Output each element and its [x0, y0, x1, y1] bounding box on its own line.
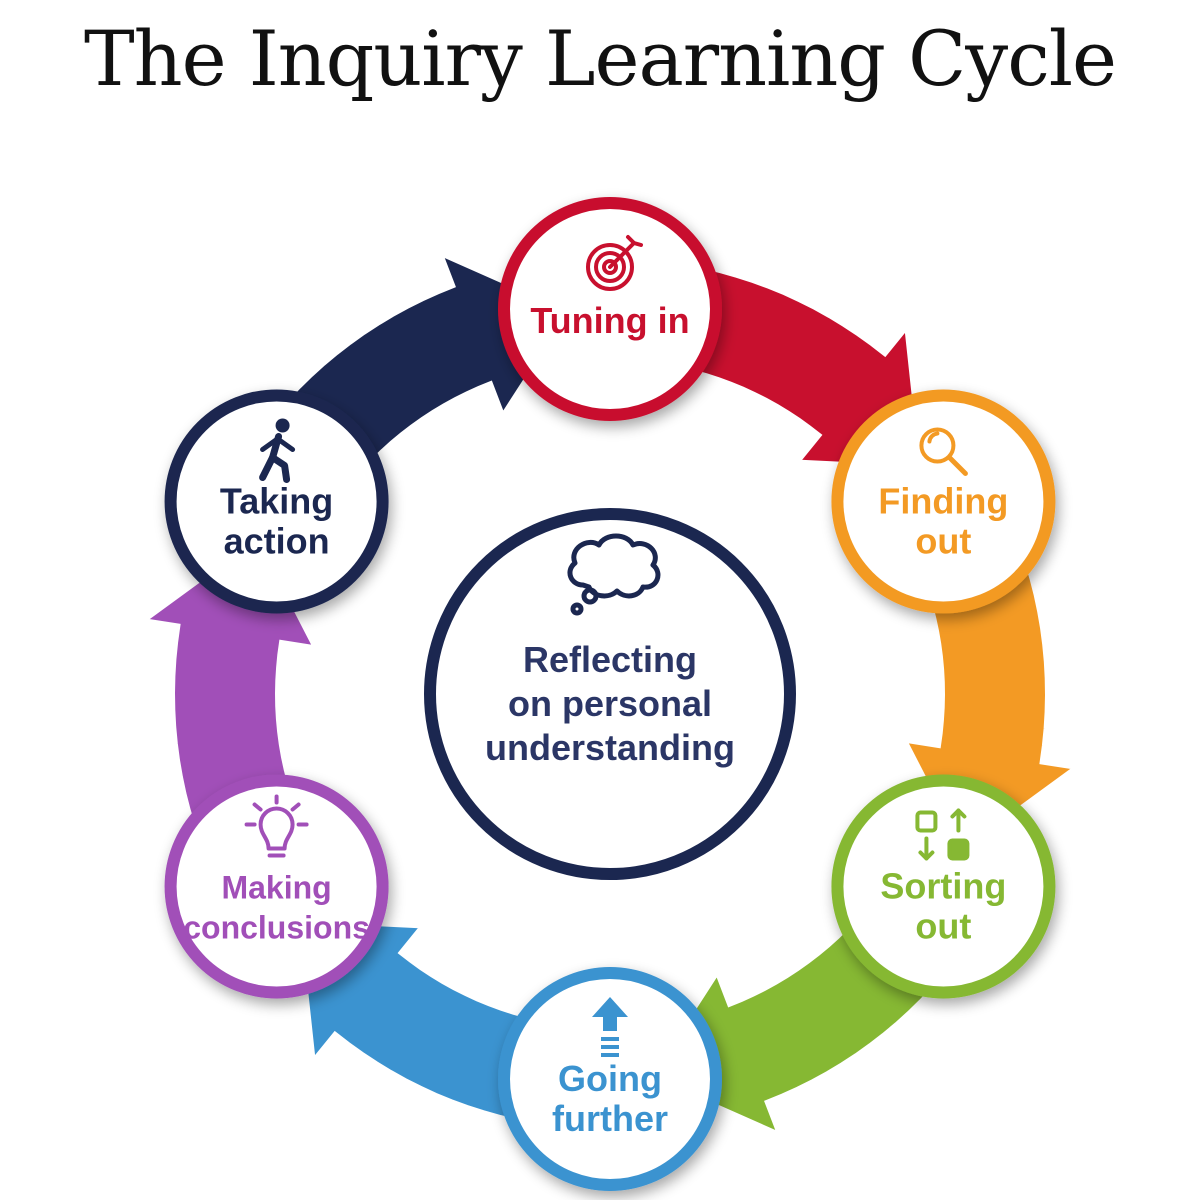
lightbulb-icon	[244, 794, 309, 858]
stage-circle	[164, 774, 389, 999]
stage-tuning-in: Tuning in	[498, 197, 722, 421]
page-title: The Inquiry Learning Cycle	[83, 14, 1117, 103]
stage-label: Tuning in	[530, 300, 689, 341]
stage-circle	[831, 774, 1056, 999]
thought-bubble-icon	[567, 533, 661, 616]
target-icon	[586, 235, 643, 291]
walking-person-icon	[259, 418, 296, 483]
stage-circle	[498, 967, 722, 1191]
center-circle	[424, 508, 796, 880]
sort-icon	[915, 808, 970, 861]
stage-circle	[831, 389, 1056, 614]
magnifier-icon	[919, 427, 968, 476]
stage-circle	[164, 389, 389, 614]
arrow-up-icon	[592, 997, 628, 1057]
stage-circle	[498, 197, 722, 421]
